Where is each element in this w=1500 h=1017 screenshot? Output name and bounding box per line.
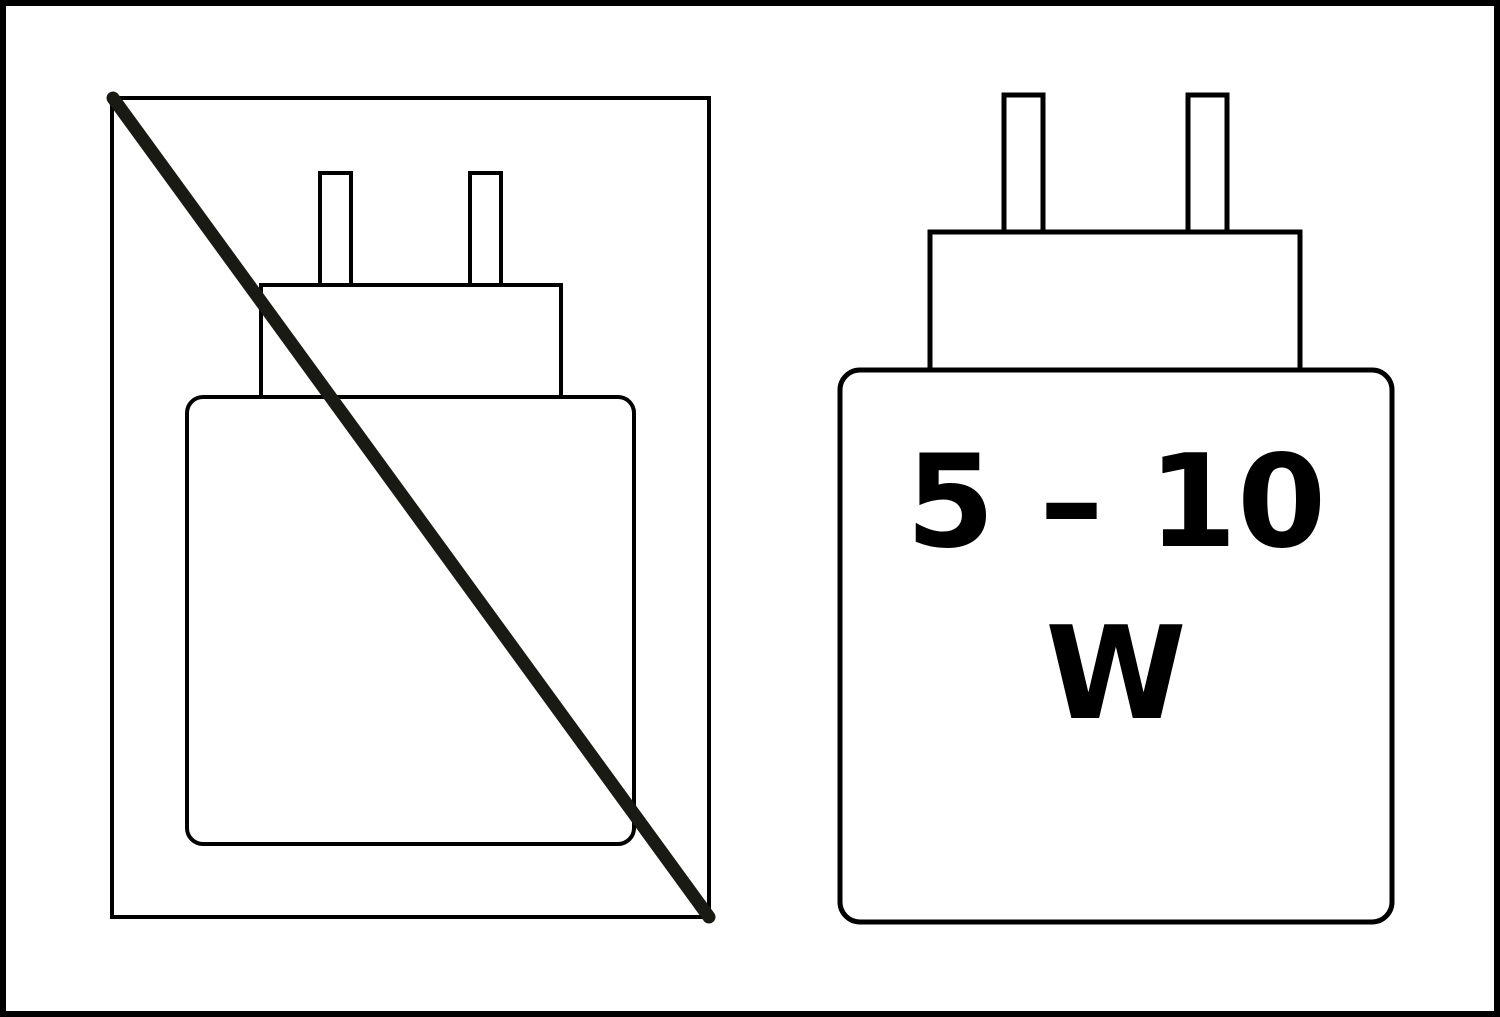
strike-through-line [106,91,716,924]
charger-not-included-icon [106,91,716,924]
charger-icon: 5 – 10 W [837,92,1395,925]
left-box [110,96,711,919]
power-unit-label: W [1045,600,1186,749]
left-charger-body [185,395,636,846]
right-charger-body [837,367,1395,925]
power-range-label: 5 – 10 [906,428,1326,577]
